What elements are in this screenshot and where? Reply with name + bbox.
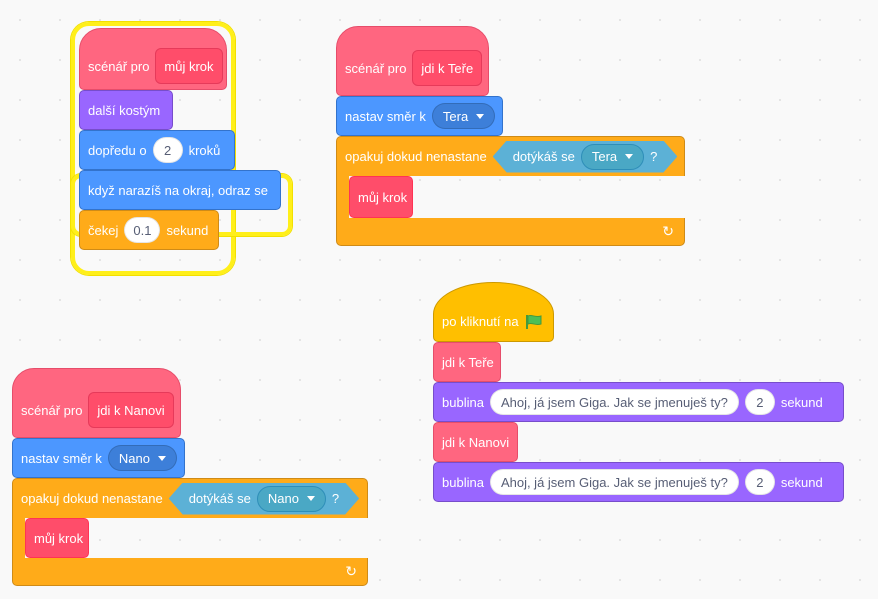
call-go-to-tera-label: jdi k Teře xyxy=(442,354,494,370)
point-towards-dropdown[interactable]: Tera xyxy=(431,103,496,129)
touching-value: Nano xyxy=(267,491,299,506)
bounce-label: když narazíš na okraj, odraz se xyxy=(88,182,268,198)
define-label: scénář pro xyxy=(345,60,407,76)
script-define-go-to-tera[interactable]: scénář pro jdi k Teře nastav směr k Tera… xyxy=(336,26,685,246)
move-suffix: kroků xyxy=(188,142,221,158)
move-steps-block[interactable]: dopředu o 2 kroků xyxy=(79,130,235,170)
say-label: bublina xyxy=(442,474,484,490)
touching-question: ? xyxy=(650,149,658,164)
say-seconds-input[interactable]: 2 xyxy=(744,469,775,495)
point-towards-value: Nano xyxy=(118,450,150,466)
call-go-to-nano-block[interactable]: jdi k Nanovi xyxy=(433,422,518,462)
bounce-on-edge-block[interactable]: když narazíš na okraj, odraz se xyxy=(79,170,281,210)
say-text-input[interactable]: Ahoj, já jsem Giga. Jak se jmenuješ ty? xyxy=(489,389,739,415)
say-seconds-input[interactable]: 2 xyxy=(744,389,775,415)
when-flag-clicked-block[interactable]: po kliknutí na xyxy=(433,282,554,342)
point-towards-label: nastav směr k xyxy=(21,450,102,466)
say-suffix: sekund xyxy=(780,394,823,410)
repeat-until-footer[interactable]: ↻ xyxy=(12,558,368,586)
custom-block-prototype[interactable]: můj krok xyxy=(155,48,223,84)
touching-condition[interactable]: dotýkáš se Nano ? xyxy=(169,483,359,515)
repeat-until-arm xyxy=(12,518,25,558)
dropdown-caret-icon xyxy=(158,455,166,461)
call-my-step-label: můj krok xyxy=(358,189,408,205)
dropdown-caret-icon xyxy=(476,113,485,119)
define-label: scénář pro xyxy=(88,58,150,74)
script-define-my-step[interactable]: scénář pro můj krok další kostým dopředu… xyxy=(79,28,281,250)
wait-prefix: čekej xyxy=(88,222,119,238)
repeat-until-label: opakuj dokud nenastane xyxy=(345,149,487,164)
point-towards-dropdown[interactable]: Nano xyxy=(107,445,177,471)
dropdown-caret-icon xyxy=(625,154,633,159)
wait-block[interactable]: čekej 0.1 sekund xyxy=(79,210,219,250)
touching-value: Tera xyxy=(591,149,618,164)
repeat-until-block[interactable]: opakuj dokud nenastane dotýkáš se Nano ?… xyxy=(12,478,368,586)
define-block[interactable]: scénář pro jdi k Teře xyxy=(336,26,489,96)
say-label: bublina xyxy=(442,394,484,410)
point-towards-value: Tera xyxy=(442,108,469,124)
touching-question: ? xyxy=(331,491,340,506)
say-for-secs-block-1[interactable]: bublina Ahoj, já jsem Giga. Jak se jmenu… xyxy=(433,382,844,422)
call-my-step-block[interactable]: můj krok xyxy=(349,176,413,218)
custom-block-prototype[interactable]: jdi k Teře xyxy=(412,50,483,86)
point-towards-block[interactable]: nastav směr k Nano xyxy=(12,438,185,478)
next-costume-block[interactable]: další kostým xyxy=(79,90,173,130)
next-costume-label: další kostým xyxy=(88,102,161,118)
script-define-go-to-nano[interactable]: scénář pro jdi k Nanovi nastav směr k Na… xyxy=(12,368,368,586)
repeat-until-header[interactable]: opakuj dokud nenastane dotýkáš se Nano ? xyxy=(12,478,368,518)
repeat-until-header[interactable]: opakuj dokud nenastane dotýkáš se Tera ? xyxy=(336,136,685,176)
touching-dropdown[interactable]: Nano xyxy=(257,486,326,512)
loop-arrow-icon: ↻ xyxy=(345,563,357,579)
call-go-to-nano-label: jdi k Nanovi xyxy=(442,434,510,450)
loop-arrow-icon: ↻ xyxy=(662,223,674,239)
say-suffix: sekund xyxy=(780,474,823,490)
touching-label: dotýkáš se xyxy=(512,149,575,164)
repeat-until-arm xyxy=(336,176,349,218)
move-prefix: dopředu o xyxy=(88,142,147,158)
call-my-step-label: můj krok xyxy=(34,530,84,546)
script-when-flag-clicked[interactable]: po kliknutí na jdi k Teře bublina Ahoj, … xyxy=(433,282,844,502)
define-label: scénář pro xyxy=(21,402,83,418)
green-flag-icon xyxy=(525,314,543,329)
say-text-input[interactable]: Ahoj, já jsem Giga. Jak se jmenuješ ty? xyxy=(489,469,739,495)
dropdown-caret-icon xyxy=(307,496,315,501)
repeat-until-block[interactable]: opakuj dokud nenastane dotýkáš se Tera ?… xyxy=(336,136,685,246)
touching-dropdown[interactable]: Tera xyxy=(581,144,644,170)
say-for-secs-block-2[interactable]: bublina Ahoj, já jsem Giga. Jak se jmenu… xyxy=(433,462,844,502)
wait-suffix: sekund xyxy=(166,222,209,238)
repeat-until-footer[interactable]: ↻ xyxy=(336,218,685,246)
point-towards-label: nastav směr k xyxy=(345,108,426,124)
define-block[interactable]: scénář pro můj krok xyxy=(79,28,227,90)
wait-seconds-input[interactable]: 0.1 xyxy=(124,217,161,243)
repeat-until-label: opakuj dokud nenastane xyxy=(21,491,163,506)
custom-block-prototype[interactable]: jdi k Nanovi xyxy=(88,392,174,428)
move-steps-input[interactable]: 2 xyxy=(152,137,183,163)
when-flag-label: po kliknutí na xyxy=(442,313,519,329)
touching-label: dotýkáš se xyxy=(188,491,251,506)
point-towards-block[interactable]: nastav směr k Tera xyxy=(336,96,503,136)
touching-condition[interactable]: dotýkáš se Tera ? xyxy=(493,141,678,173)
call-my-step-block[interactable]: můj krok xyxy=(25,518,89,558)
define-block[interactable]: scénář pro jdi k Nanovi xyxy=(12,368,181,438)
call-go-to-tera-block[interactable]: jdi k Teře xyxy=(433,342,501,382)
